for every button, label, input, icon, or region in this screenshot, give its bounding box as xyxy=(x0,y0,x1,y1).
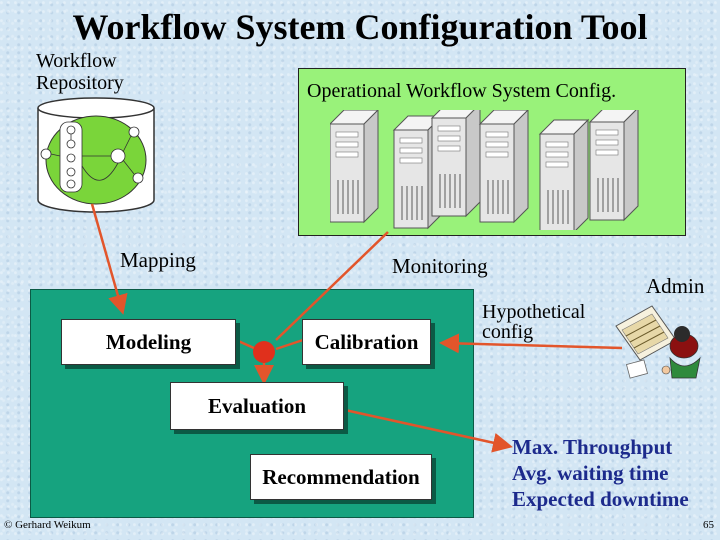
mapping-label: Mapping xyxy=(120,248,196,272)
modeling-label: Modeling xyxy=(105,329,192,354)
copyright-text: © Gerhard Weikum xyxy=(4,519,91,531)
slide-title: Workflow System Configuration Tool xyxy=(72,7,648,47)
recommendation-label: Recommendation xyxy=(262,464,420,489)
repository-label-line1: Workflow xyxy=(36,50,117,72)
workflow-database-icon xyxy=(34,96,158,221)
monitoring-label: Monitoring xyxy=(392,254,488,278)
repository-label: Workflow Repository xyxy=(36,50,124,94)
mapping-arrow xyxy=(90,203,128,315)
metric-item: Expected downtime xyxy=(512,487,689,511)
operational-config-label: Operational Workflow System Config. xyxy=(307,80,617,102)
repository-label-line2: Repository xyxy=(36,72,124,94)
page-number: 65 xyxy=(703,519,714,531)
evaluation-label: Evaluation xyxy=(207,393,307,418)
metric-item: Max. Throughput xyxy=(512,435,673,459)
hypothetical-config-arrow xyxy=(439,333,623,354)
junction-node xyxy=(253,341,275,363)
calibration-connector xyxy=(275,338,304,351)
metrics-arrow xyxy=(344,408,513,453)
admin-person-icon xyxy=(612,296,712,391)
calibration-box: Calibration xyxy=(302,319,431,365)
monitoring-arrow xyxy=(275,231,389,341)
hypothetical-label-line2: config xyxy=(482,321,534,343)
metric-item: Avg. waiting time xyxy=(512,461,669,485)
evaluation-metrics: Max. Throughput Avg. waiting time Expect… xyxy=(512,434,689,512)
admin-label: Admin xyxy=(646,274,705,298)
calibration-label: Calibration xyxy=(314,329,419,354)
modeling-connector xyxy=(235,338,257,351)
modeling-box: Modeling xyxy=(61,319,236,365)
hypothetical-label-line1: Hypothetical xyxy=(482,301,586,323)
hypothetical-config-label: Hypothetical config xyxy=(482,302,585,342)
recommendation-box: Recommendation xyxy=(250,454,432,500)
evaluation-box: Evaluation xyxy=(170,382,344,430)
